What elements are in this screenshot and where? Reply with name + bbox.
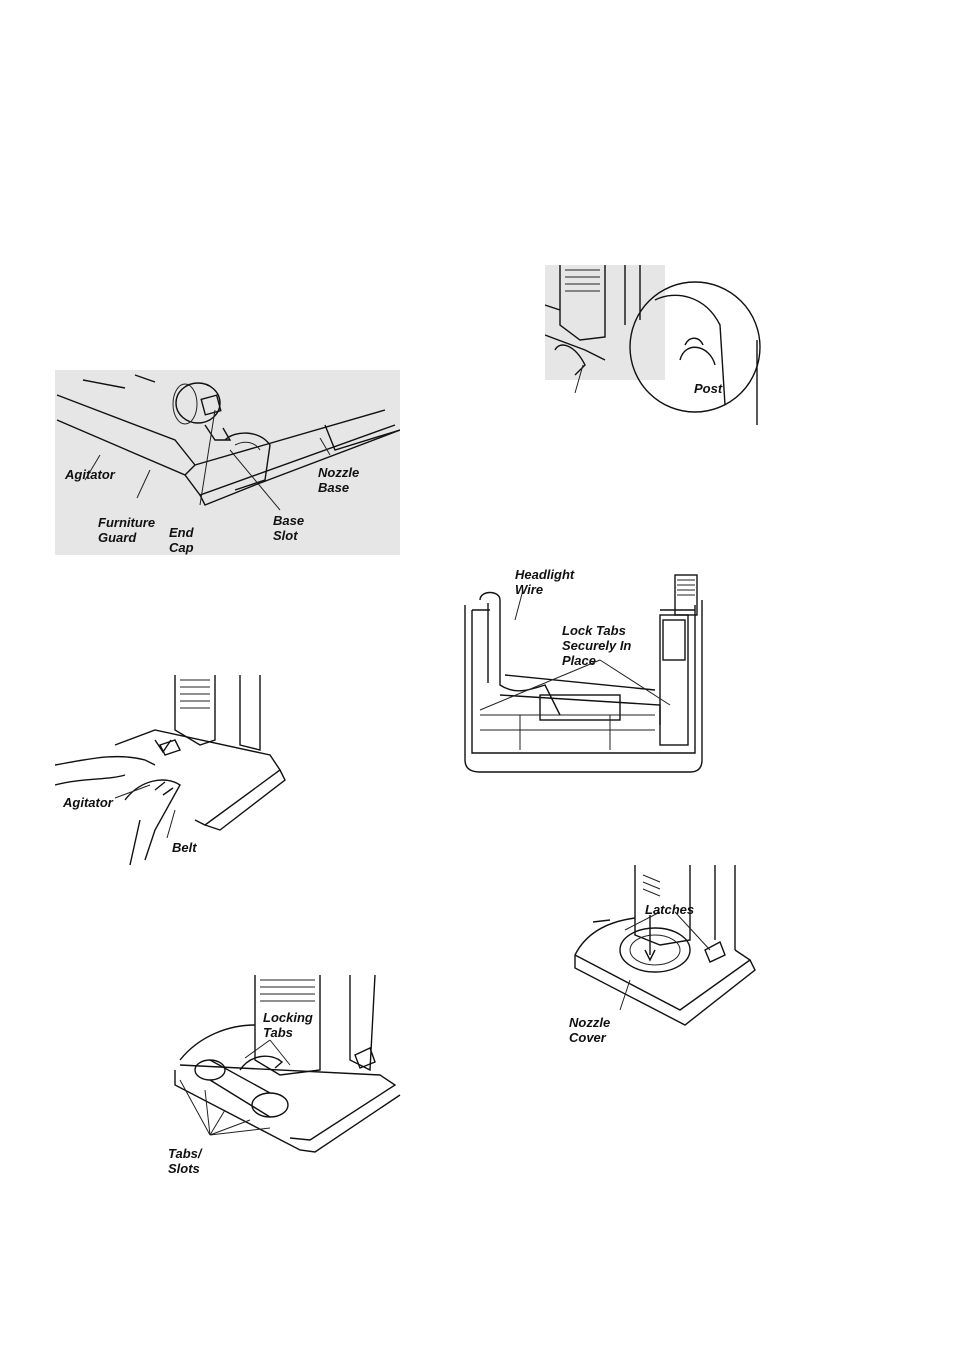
agitator-belt-illustration xyxy=(55,670,290,865)
lock-tabs-illustration xyxy=(460,565,710,775)
figure-lock-tabs: Headlight Wire Lock Tabs Securely In Pla… xyxy=(460,565,710,775)
locking-tabs-illustration xyxy=(170,970,405,1180)
label-nozzle-cover: Nozzle Cover xyxy=(569,1015,610,1045)
figure-latches: Latches Nozzle Cover xyxy=(565,860,760,1045)
label-lock-tabs: Lock Tabs Securely In Place xyxy=(562,623,631,668)
label-headlight-wire: Headlight Wire xyxy=(515,567,574,597)
post-detail-illustration xyxy=(545,265,765,435)
label-locking-tabs: Locking Tabs xyxy=(263,1010,313,1040)
figure-post-detail: Post xyxy=(545,265,765,435)
label-agitator: Agitator xyxy=(63,795,113,810)
label-nozzle-base: Nozzle Base xyxy=(318,465,359,495)
figure-agitator-belt: Agitator Belt xyxy=(55,670,290,865)
figure-locking-tabs: Locking Tabs Tabs/ Slots xyxy=(170,970,405,1180)
label-agitator: Agitator xyxy=(65,467,115,482)
figure-agitator-end-cap: Agitator Furniture Guard End Cap Base Sl… xyxy=(55,370,400,555)
label-post: Post xyxy=(694,381,722,396)
label-belt: Belt xyxy=(172,840,197,855)
label-latches: Latches xyxy=(645,902,694,917)
label-furniture-guard: Furniture Guard xyxy=(98,515,155,545)
label-base-slot: Base Slot xyxy=(273,513,304,543)
label-end-cap: End Cap xyxy=(169,525,194,555)
label-tabs-slots: Tabs/ Slots xyxy=(168,1146,201,1176)
